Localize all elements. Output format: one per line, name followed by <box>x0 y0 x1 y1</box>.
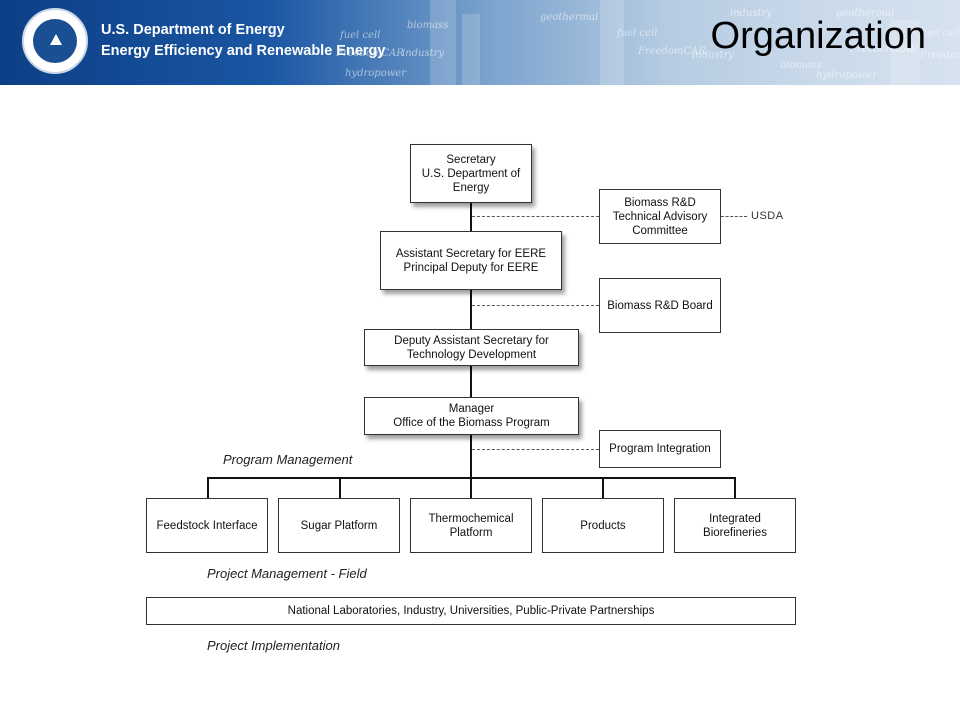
banner-watermark-word: industry <box>692 50 735 61</box>
banner-watermark-word: biomass <box>780 60 822 71</box>
banner-watermark-word: geothermal <box>836 8 895 19</box>
office-name: Energy Efficiency and Renewable Energy <box>101 43 386 59</box>
usda-label: USDA <box>751 210 784 222</box>
banner-watermark-word: FreedomCAR <box>638 46 706 57</box>
program-box-biorefineries: Integrated Biorefineries <box>674 498 796 553</box>
header-banner: geothermal fuel cell industry biomass Fr… <box>0 0 960 85</box>
program-drop-connector <box>207 477 209 499</box>
banner-watermark-word: industry <box>402 48 445 59</box>
banner-watermark-word: fuel cell <box>340 30 381 41</box>
integration-dashed-connector <box>472 449 599 450</box>
banner-watermark-word: hydropower <box>345 68 406 79</box>
program-box-products: Products <box>542 498 664 553</box>
program-management-label: Program Management <box>223 452 353 467</box>
project-management-field-label: Project Management - Field <box>207 566 367 581</box>
agency-name: U.S. Department of Energy <box>101 22 285 38</box>
program-drop-connector <box>602 477 604 499</box>
banner-watermark-word: biomass <box>407 20 449 31</box>
program-box-feedstock: Feedstock Interface <box>146 498 268 553</box>
program-manager-box: Manager Office of the Biomass Program <box>364 397 579 435</box>
secretary-box: Secretary U.S. Department of Energy <box>410 144 532 203</box>
banner-watermark-word: fuel cell <box>920 28 960 39</box>
banner-skyline-shape <box>430 0 456 85</box>
banner-skyline-shape <box>600 0 624 85</box>
banner-watermark-word: FreedomCAR <box>850 44 918 55</box>
seal-star-icon <box>50 34 62 45</box>
assistant-secretary-box: Assistant Secretary for EERE Principal D… <box>380 231 562 290</box>
program-box-sugar: Sugar Platform <box>278 498 400 553</box>
technical-advisory-committee-box: Biomass R&D Technical Advisory Committee <box>599 189 721 244</box>
program-drop-connector <box>339 477 341 499</box>
banner-watermark-word: FreedomCAR <box>920 50 960 61</box>
banner-skyline-shape <box>890 20 920 85</box>
banner-skyline-shape <box>462 14 480 85</box>
board-dashed-connector <box>472 305 599 306</box>
program-drop-connector <box>734 477 736 499</box>
banner-watermark-word: hydropower <box>816 70 877 81</box>
project-implementation-label: Project Implementation <box>207 638 340 653</box>
program-integration-box: Program Integration <box>599 430 721 468</box>
banner-watermark-word: fuel cell <box>617 28 658 39</box>
usda-dashed-connector <box>721 216 747 217</box>
program-horizontal-connector <box>207 477 736 479</box>
deputy-assistant-secretary-box: Deputy Assistant Secretary for Technolog… <box>364 329 579 366</box>
slide-title: Organization <box>710 15 926 57</box>
program-drop-connector <box>470 477 472 499</box>
biomass-board-box: Biomass R&D Board <box>599 278 721 333</box>
banner-watermark-word: geothermal <box>540 12 599 23</box>
banner-watermark-word: industry <box>730 8 773 19</box>
banner-watermark-word: FreedomCAR <box>336 48 404 59</box>
advisory-dashed-connector <box>472 216 599 217</box>
doe-seal-logo <box>22 8 88 74</box>
partners-box: National Laboratories, Industry, Univers… <box>146 597 796 625</box>
program-box-thermochemical: Thermochemical Platform <box>410 498 532 553</box>
